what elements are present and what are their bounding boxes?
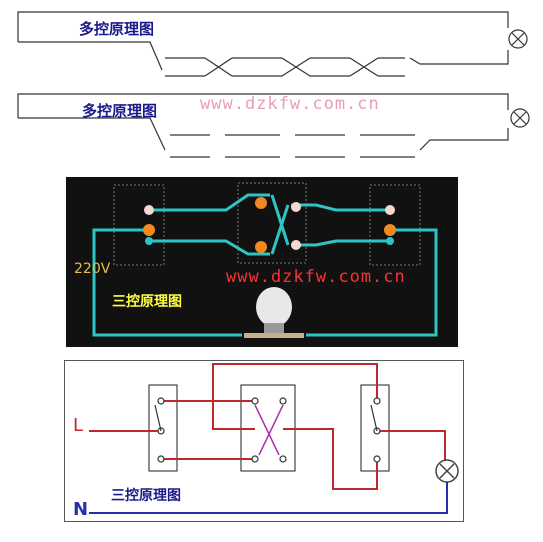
voltage-label: 220V xyxy=(74,261,111,277)
diagram-4-panel: L N 三控原理图 xyxy=(64,360,464,522)
diagram-3-title: 三控原理图 xyxy=(112,294,182,310)
diagram-2-wiring xyxy=(17,93,530,158)
label-l: L xyxy=(73,415,84,436)
light-bulb-icon xyxy=(244,287,304,338)
diagram-3-wiring xyxy=(92,182,438,338)
diagram-2-watermark: www.dzkfw.com.cn xyxy=(200,94,380,114)
diagram-3-watermark: www.dzkfw.com.cn xyxy=(226,267,406,287)
diagram-1-wiring xyxy=(17,11,528,77)
diagram-2-title: 多控原理图 xyxy=(82,102,158,120)
lamp-icon xyxy=(510,108,530,128)
diagram-4-wiring xyxy=(89,363,459,514)
lamp-icon xyxy=(508,29,528,49)
diagram-4-title: 三控原理图 xyxy=(111,488,181,504)
diagram-1-title: 多控原理图 xyxy=(79,20,155,38)
label-n: N xyxy=(73,499,89,520)
lamp-icon xyxy=(435,459,459,483)
diagram-3-panel: www.dzkfw.com.cn 220V 三控原理图 xyxy=(66,177,458,347)
